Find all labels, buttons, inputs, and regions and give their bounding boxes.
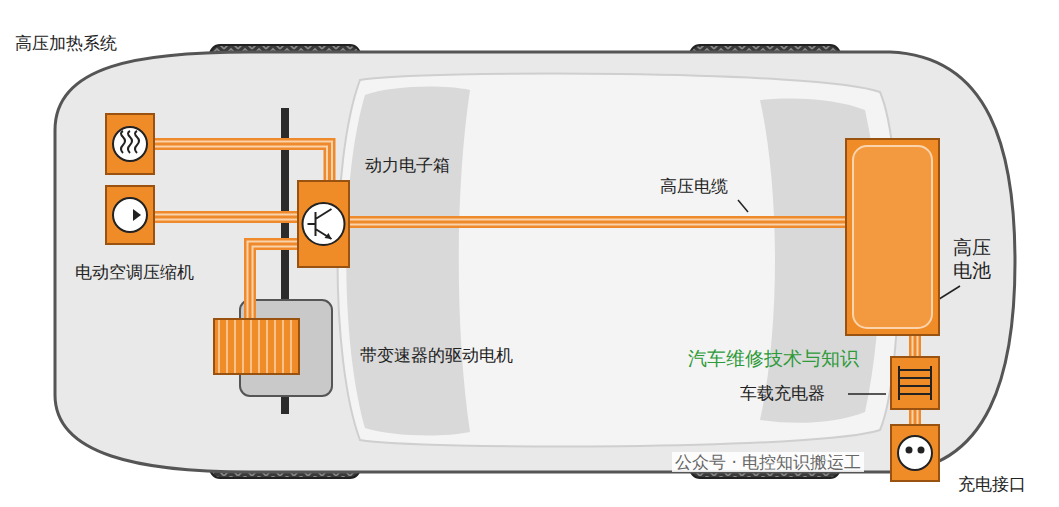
cable-body [909,336,921,356]
hv-cable [250,244,297,318]
component-label: 高压电池 [953,236,993,282]
charging-port-box: 充电接口 [890,424,940,482]
cable-body [350,216,845,228]
watermark: 公众号 · 电控知识搬运工 [672,452,864,472]
component-label: 电动空调压缩机 [75,262,194,282]
heater-box: 高压加热系统 [105,113,155,175]
component-icon [845,138,940,336]
component-icon [297,180,350,268]
component-icon [213,318,300,375]
cable-strand [155,216,297,219]
power-electronics-box: 动力电子箱 [297,180,350,268]
leader-line [738,200,748,212]
cable-strand [914,336,917,356]
component-icon [105,185,155,245]
compressor-box: 电动空调压缩机 [105,185,155,245]
hv-cable [350,222,845,223]
watermark: 汽车维修技术与知识 [685,347,862,370]
charger-box: 车载充电器 [890,356,940,410]
hv-cable [915,336,916,356]
hv-cable [155,217,297,218]
battery-box: 高压电池 [845,138,940,336]
cable-body [909,410,921,424]
drive-motor-box: 带变速器的驱动电机 [213,318,300,375]
component-label: 高压加热系统 [15,33,117,53]
component-icon [890,356,940,410]
component-icon [105,113,155,175]
cable-strand [155,214,297,221]
cable-body [155,211,297,223]
component-label: 带变速器的驱动电机 [360,345,513,365]
hv-cable [155,144,330,180]
cable-strand [155,144,330,180]
cable-label: 高压电缆 [660,176,728,196]
cable-strand [350,219,845,226]
component-icon [890,424,940,482]
cable-strand [250,244,297,318]
hv-cable [915,410,916,424]
cable-body [250,244,297,318]
leader-line [848,393,886,395]
cable-strand [914,410,917,424]
component-label: 充电接口 [958,474,1026,494]
cable-strand [250,244,297,318]
cable-strand [912,410,919,424]
cable-strand [350,221,845,224]
cable-strand [912,336,919,356]
cable-body [155,144,330,180]
component-label: 动力电子箱 [365,155,450,175]
cable-strand [155,144,330,180]
component-label: 车载充电器 [740,383,825,403]
